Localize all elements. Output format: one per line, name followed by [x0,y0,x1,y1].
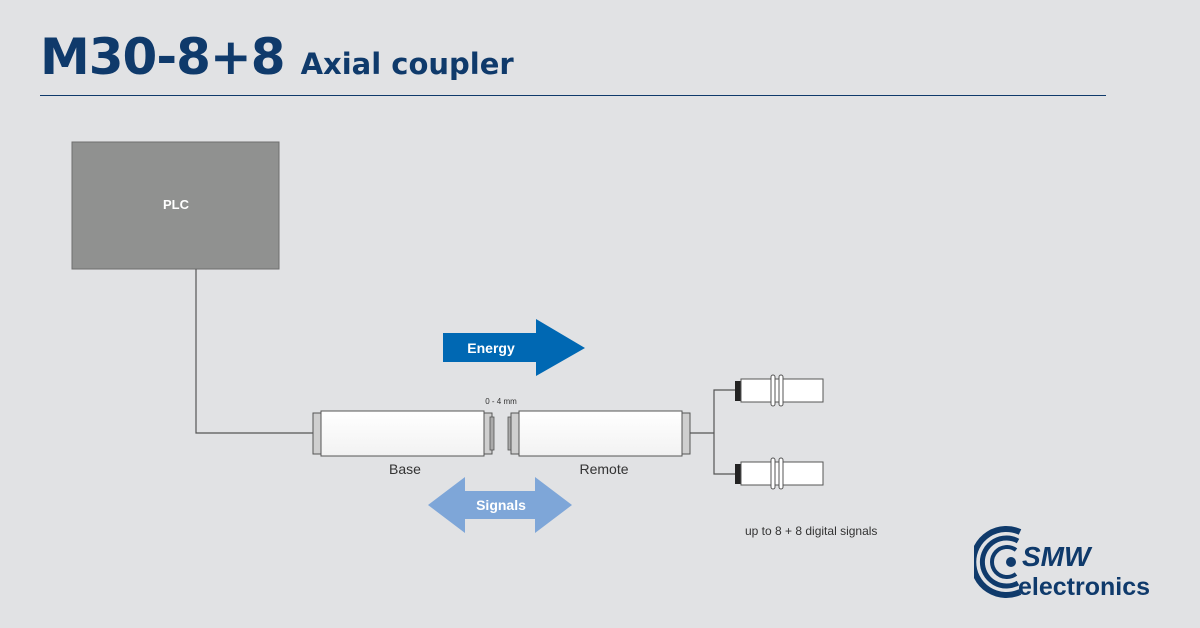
plc-label: PLC [163,197,190,212]
logo-text-electronics: electronics [1018,573,1150,601]
energy-label: Energy [467,340,515,356]
smw-electronics-logo: SMW electronics [974,526,1150,601]
logo-text-smw: SMW [1022,541,1093,572]
sensor-top [735,374,824,407]
page-title: M30-8+8 [40,28,286,86]
remote-unit [507,410,691,457]
base-label: Base [389,461,421,477]
plc-cable [195,269,314,434]
gap-label: 0 - 4 mm [485,397,517,406]
header: M30-8+8 Axial coupler [40,28,514,94]
logo-mark-icon [974,526,1022,598]
sensor-bottom [735,457,824,490]
plc-box [71,141,280,270]
signals-label: Signals [476,497,526,513]
sensor-wire-bottom [713,433,736,475]
remote-label: Remote [579,461,628,477]
signals-note: up to 8 + 8 digital signals [745,524,877,538]
page-subtitle: Axial coupler [300,47,514,81]
signals-arrow [428,477,572,533]
base-unit [312,410,495,457]
energy-arrow [443,319,585,376]
title-divider [40,95,1106,96]
sensor-wire-top [713,389,736,433]
